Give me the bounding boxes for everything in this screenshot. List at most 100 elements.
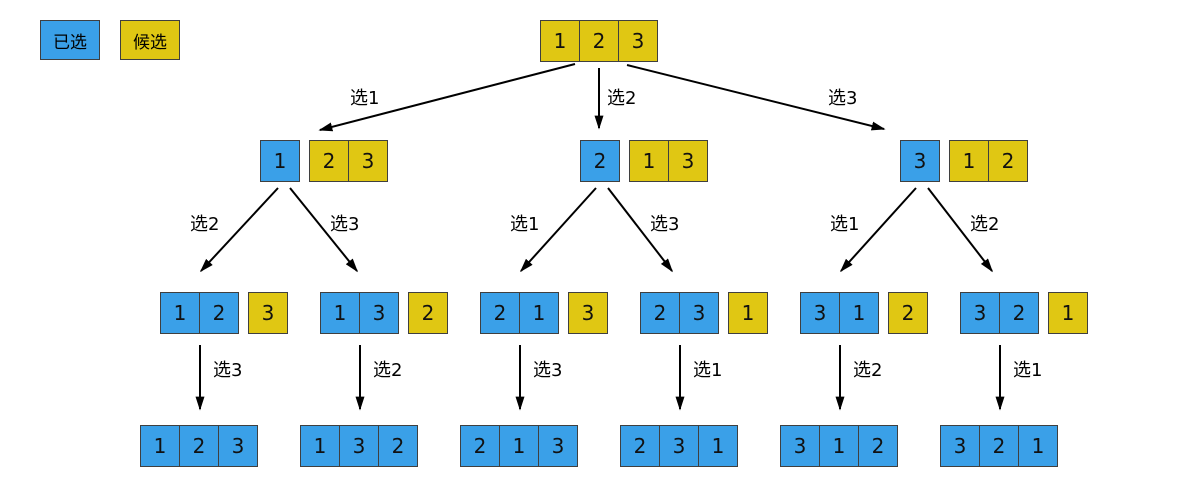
cell: 2 bbox=[179, 425, 219, 467]
level3-node: 3 1 2 bbox=[800, 292, 928, 334]
edge-label: 选1 bbox=[830, 214, 860, 235]
selected-group: 2 1 bbox=[480, 292, 559, 334]
cell: 2 bbox=[460, 425, 500, 467]
level3-node: 3 2 1 bbox=[960, 292, 1088, 334]
leaf-node: 2 1 3 bbox=[460, 425, 578, 467]
level3-node: 1 3 2 bbox=[320, 292, 448, 334]
candidate-group: 1 3 bbox=[629, 140, 708, 182]
cell: 1 bbox=[160, 292, 200, 334]
cell: 1 bbox=[728, 292, 768, 334]
level3-node: 2 3 1 bbox=[640, 292, 768, 334]
edge-label: 选3 bbox=[330, 214, 360, 235]
legend-selected: 已选 bbox=[40, 20, 100, 60]
candidate-group: 1 2 bbox=[949, 140, 1028, 182]
cell: 2 bbox=[620, 425, 660, 467]
candidate-group: 1 bbox=[728, 292, 768, 334]
cell: 1 bbox=[540, 20, 580, 62]
leaf-node: 1 3 2 bbox=[300, 425, 418, 467]
cell: 2 bbox=[858, 425, 898, 467]
selected-group: 2 1 3 bbox=[460, 425, 578, 467]
cell: 3 bbox=[800, 292, 840, 334]
cell: 3 bbox=[359, 292, 399, 334]
cell: 1 bbox=[698, 425, 738, 467]
edge-label: 选2 bbox=[853, 360, 883, 381]
cell: 2 bbox=[999, 292, 1039, 334]
level2-node: 3 1 2 bbox=[900, 140, 1028, 182]
cell: 3 bbox=[900, 140, 940, 182]
cell: 1 bbox=[819, 425, 859, 467]
cell: 3 bbox=[940, 425, 980, 467]
cell: 1 bbox=[1048, 292, 1088, 334]
root-candidate-group: 1 2 3 bbox=[540, 20, 658, 62]
cell: 2 bbox=[480, 292, 520, 334]
edge-label: 选3 bbox=[650, 214, 680, 235]
cell: 2 bbox=[888, 292, 928, 334]
cell: 3 bbox=[218, 425, 258, 467]
candidate-group: 1 bbox=[1048, 292, 1088, 334]
cell: 3 bbox=[348, 140, 388, 182]
legend-candidate: 候选 bbox=[120, 20, 180, 60]
cell: 3 bbox=[538, 425, 578, 467]
edge-label: 选2 bbox=[607, 88, 637, 109]
level2-node: 1 2 3 bbox=[260, 140, 388, 182]
level2-node: 2 1 3 bbox=[580, 140, 708, 182]
edge-label: 选1 bbox=[350, 88, 380, 109]
cell: 3 bbox=[960, 292, 1000, 334]
selected-group: 1 3 bbox=[320, 292, 399, 334]
cell: 2 bbox=[979, 425, 1019, 467]
selected-group: 3 1 bbox=[800, 292, 879, 334]
selected-group: 3 bbox=[900, 140, 940, 182]
selected-group: 2 bbox=[580, 140, 620, 182]
cell: 1 bbox=[320, 292, 360, 334]
selected-group: 1 bbox=[260, 140, 300, 182]
edge-label: 选1 bbox=[1013, 360, 1043, 381]
selected-group: 3 2 1 bbox=[940, 425, 1058, 467]
edge-label: 选1 bbox=[510, 214, 540, 235]
cell: 1 bbox=[499, 425, 539, 467]
selected-group: 3 1 2 bbox=[780, 425, 898, 467]
leaf-node: 3 2 1 bbox=[940, 425, 1058, 467]
cell: 1 bbox=[260, 140, 300, 182]
candidate-group: 2 bbox=[408, 292, 448, 334]
selected-group: 3 2 bbox=[960, 292, 1039, 334]
leaf-node: 1 2 3 bbox=[140, 425, 258, 467]
candidate-group: 2 bbox=[888, 292, 928, 334]
selected-group: 1 2 bbox=[160, 292, 239, 334]
edge-label: 选3 bbox=[828, 88, 858, 109]
selected-group: 1 3 2 bbox=[300, 425, 418, 467]
cell: 2 bbox=[580, 140, 620, 182]
cell: 1 bbox=[519, 292, 559, 334]
leaf-node: 2 3 1 bbox=[620, 425, 738, 467]
edge-label: 选3 bbox=[213, 360, 243, 381]
cell: 2 bbox=[199, 292, 239, 334]
cell: 2 bbox=[640, 292, 680, 334]
selected-group: 2 3 1 bbox=[620, 425, 738, 467]
level3-node: 1 2 3 bbox=[160, 292, 288, 334]
cell: 2 bbox=[579, 20, 619, 62]
root-node: 1 2 3 bbox=[540, 20, 658, 62]
cell: 1 bbox=[629, 140, 669, 182]
candidate-group: 2 3 bbox=[309, 140, 388, 182]
cell: 1 bbox=[839, 292, 879, 334]
legend-candidate-label: 候选 bbox=[133, 32, 167, 53]
legend-selected-label: 已选 bbox=[53, 32, 87, 53]
cell: 1 bbox=[300, 425, 340, 467]
cell: 3 bbox=[668, 140, 708, 182]
cell: 2 bbox=[988, 140, 1028, 182]
edge-label: 选3 bbox=[533, 360, 563, 381]
cell: 3 bbox=[248, 292, 288, 334]
edge-label: 选2 bbox=[373, 360, 403, 381]
cell: 3 bbox=[679, 292, 719, 334]
cell: 3 bbox=[618, 20, 658, 62]
cell: 2 bbox=[408, 292, 448, 334]
candidate-group: 3 bbox=[248, 292, 288, 334]
leaf-node: 3 1 2 bbox=[780, 425, 898, 467]
cell: 1 bbox=[1018, 425, 1058, 467]
selected-group: 2 3 bbox=[640, 292, 719, 334]
cell: 2 bbox=[309, 140, 349, 182]
cell: 1 bbox=[949, 140, 989, 182]
edge-label: 选2 bbox=[190, 214, 220, 235]
edge-label: 选1 bbox=[693, 360, 723, 381]
edge-label: 选2 bbox=[970, 214, 1000, 235]
